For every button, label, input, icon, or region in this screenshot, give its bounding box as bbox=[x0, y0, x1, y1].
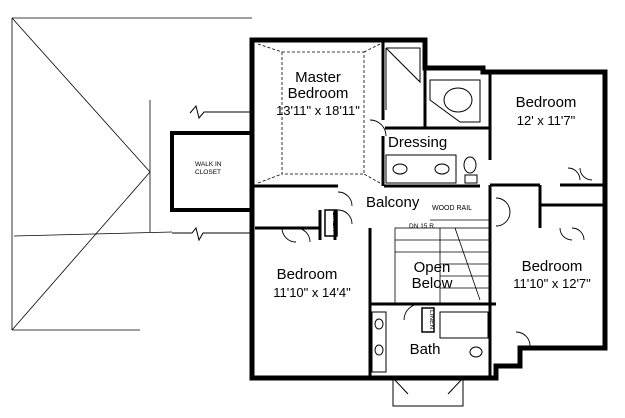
walk-in-closet-label-1: WALK IN bbox=[195, 161, 222, 168]
bath-label: Bath bbox=[410, 341, 441, 358]
master-bedroom-label-2: Bedroom bbox=[288, 85, 349, 102]
entry-porch bbox=[392, 377, 464, 407]
wood-rail-label: WOOD RAIL bbox=[432, 205, 472, 212]
break-marks bbox=[172, 104, 252, 242]
interior-walls bbox=[250, 40, 605, 378]
tub bbox=[385, 47, 481, 123]
down-label: DN 15 R. bbox=[409, 223, 436, 230]
linen-label-2: LINEN bbox=[428, 310, 435, 329]
master-bedroom-label-1: Master bbox=[295, 69, 341, 86]
bedroom-sw-label: Bedroom bbox=[277, 266, 338, 283]
dressing-label: Dressing bbox=[388, 134, 447, 151]
bedroom-sw-dims: 11'10" x 14'4" bbox=[273, 285, 351, 300]
tray-ceiling bbox=[257, 43, 381, 184]
bedroom-se-label: Bedroom bbox=[522, 258, 583, 275]
bedroom-ne-dims: 12' x 11'7" bbox=[517, 113, 576, 128]
stairs bbox=[394, 219, 491, 305]
vanity bbox=[385, 154, 478, 184]
open-below-label-2: Below bbox=[412, 275, 453, 292]
open-below-label-1: Open bbox=[414, 259, 451, 276]
linen-closets bbox=[324, 209, 435, 333]
master-bedroom-dims: 13'11" x 18'11" bbox=[276, 103, 360, 118]
bedroom-se-dims: 11'10" x 12'7" bbox=[513, 276, 591, 291]
balcony-label: Balcony bbox=[366, 194, 420, 211]
bedroom-ne-label: Bedroom bbox=[516, 94, 577, 111]
doors bbox=[281, 119, 593, 347]
linen-label-1: LINEN bbox=[331, 212, 338, 231]
roof-outline bbox=[11, 17, 252, 331]
bath-fixtures bbox=[371, 311, 489, 373]
walk-in-closet bbox=[170, 131, 254, 212]
walk-in-closet-label-2: CLOSET bbox=[195, 169, 221, 176]
